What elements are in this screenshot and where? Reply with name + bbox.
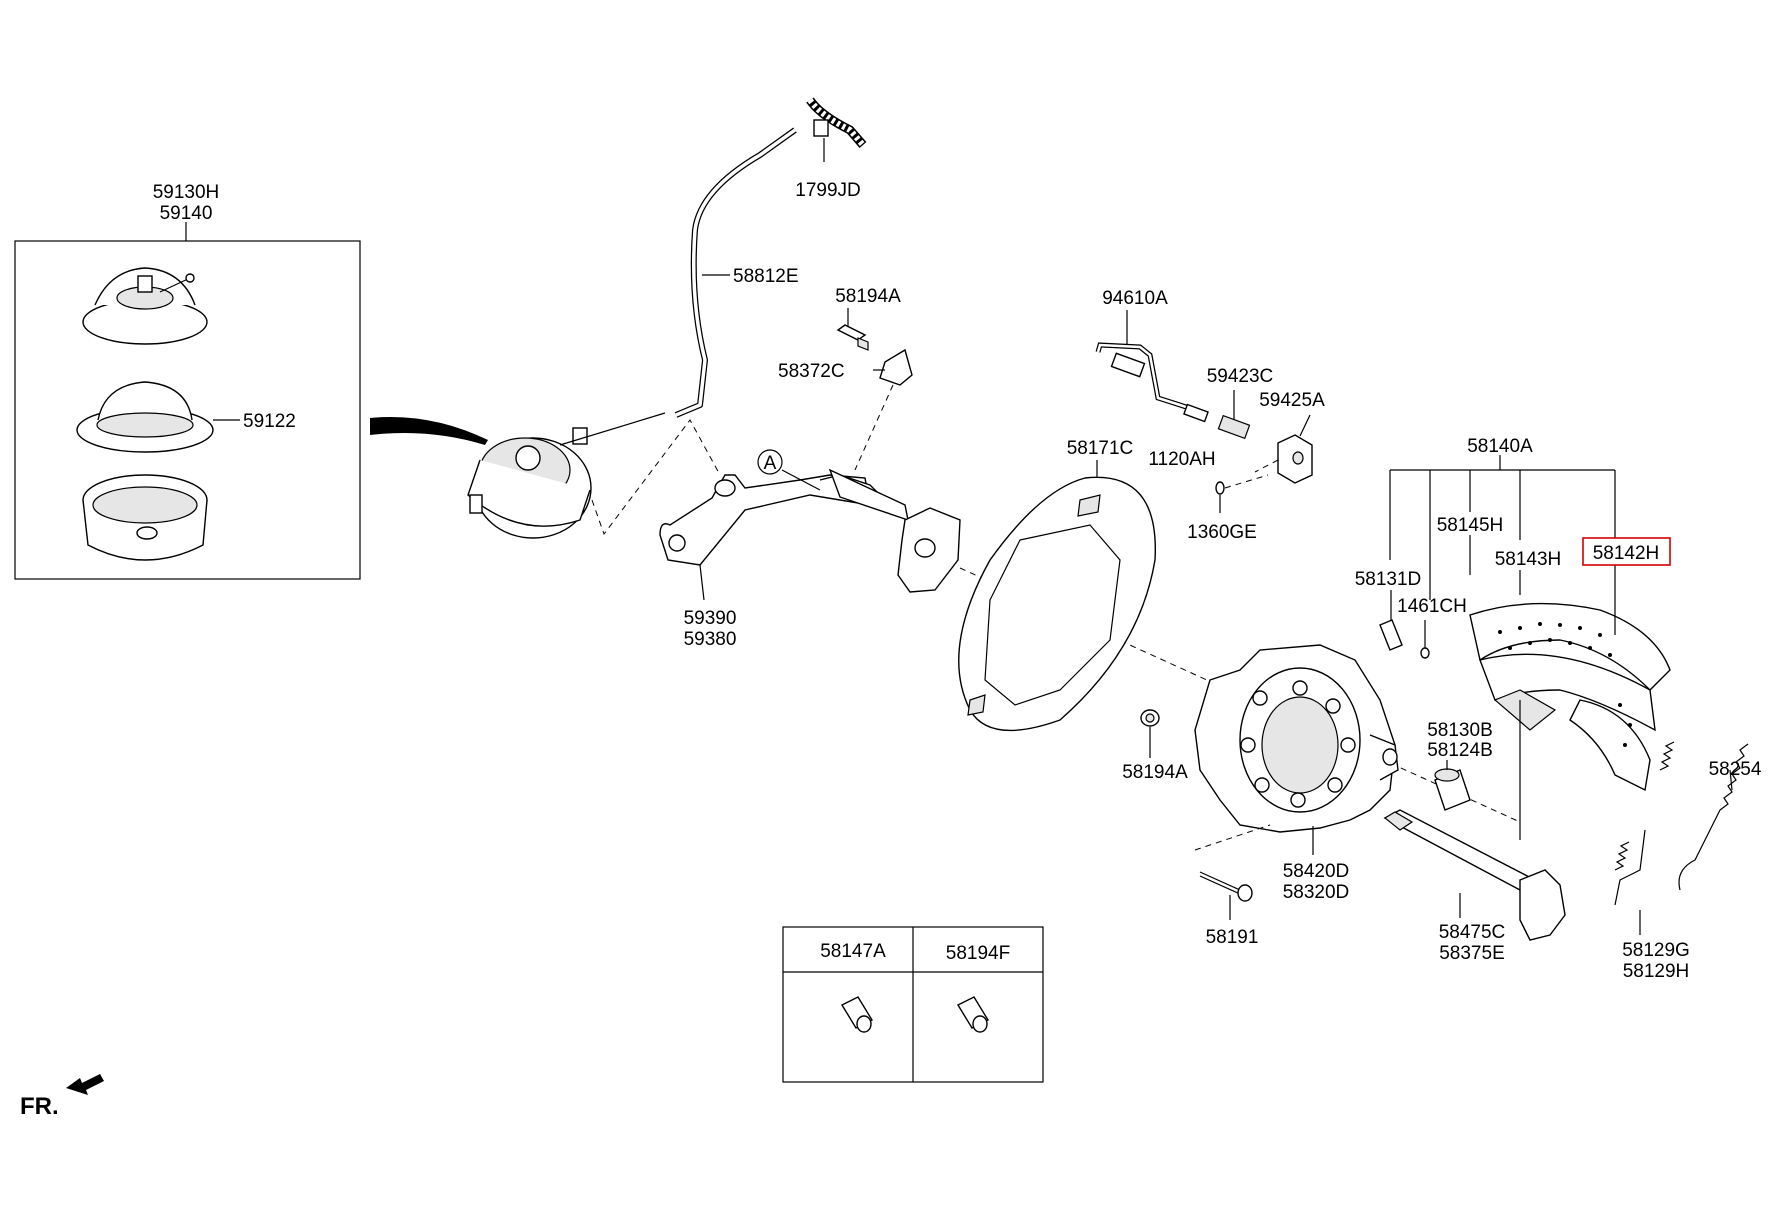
label-58812E: 58812E (733, 266, 799, 287)
label-A: A (764, 453, 777, 474)
front-direction-indicator: FR. (20, 1074, 104, 1120)
nut-58194A (1140, 709, 1160, 758)
sleeve-59423C (1217, 390, 1251, 440)
label-1461CH: 1461CH (1397, 596, 1467, 617)
label-58142H: 58142H (1593, 543, 1660, 564)
chamber-housing-part (82, 474, 208, 561)
label-58131D: 58131D (1355, 569, 1422, 590)
highlight-box-58142H (1582, 537, 1671, 566)
table-header-58147A: 58147A (820, 941, 886, 962)
label-58375E: 58375E (1439, 943, 1505, 964)
bushing-58147A-icon (841, 996, 873, 1033)
table-header-58194F: 58194F (946, 943, 1010, 964)
bolt-58191 (1199, 871, 1253, 920)
spring-58129G (1614, 741, 1675, 935)
label-94610A: 94610A (1102, 288, 1168, 309)
label-58129G: 58129G (1622, 940, 1690, 961)
front-label: FR. (20, 1093, 59, 1120)
label-58420D: 58420D (1283, 861, 1350, 882)
dust-shield-58171C (958, 460, 1156, 732)
label-59140: 59140 (160, 203, 213, 224)
callout-A (757, 449, 821, 491)
clip-1799JD (806, 97, 867, 162)
spider-58420D (1194, 644, 1399, 855)
bolt-58194A (836, 308, 869, 351)
bracket-58372C (854, 348, 913, 471)
label-58130B: 58130B (1427, 720, 1493, 741)
bushing-58194F-icon (957, 996, 989, 1033)
label-58145H: 58145H (1437, 515, 1504, 536)
label-58320D: 58320D (1283, 882, 1350, 903)
brake-chamber-exploded-box (14, 222, 361, 580)
diaphragm-part (76, 381, 240, 453)
bracket-59390 (659, 468, 961, 601)
brake-chamber-assembly (467, 412, 666, 539)
chamber-cover-part (82, 267, 208, 345)
label-1120AH: 1120AH (1148, 449, 1215, 470)
sensor-94610A (1095, 310, 1209, 423)
brake-shoe-58140A (1389, 455, 1671, 840)
label-58171C: 58171C (1067, 438, 1134, 459)
label-58372C: 58372C (778, 361, 845, 382)
label-58124B: 58124B (1427, 740, 1493, 761)
label-58194A-top: 58194A (835, 286, 901, 307)
bushing-58130B (1434, 760, 1471, 811)
label-59380: 59380 (684, 629, 737, 650)
label-58140A: 58140A (1467, 436, 1533, 457)
label-59390: 59390 (684, 608, 737, 629)
camshaft-58475C (1383, 809, 1566, 941)
front-arrow-icon (66, 1074, 104, 1095)
parts-table: 58147A 58194F (782, 926, 1044, 1083)
label-59423C: 59423C (1207, 366, 1274, 387)
label-58143H: 58143H (1495, 549, 1562, 570)
label-58191: 58191 (1206, 927, 1259, 948)
label-58254: 58254 (1709, 759, 1762, 780)
label-1360GE: 1360GE (1187, 522, 1257, 543)
part-labels: 59130H 59140 59122 1799JD 58812E 58194A … (153, 180, 1762, 982)
pin-58131D (1379, 590, 1403, 651)
spring-58254 (1678, 743, 1749, 891)
label-58194A-mid: 58194A (1122, 762, 1188, 783)
washer-1360GE (1215, 474, 1269, 513)
hose-58812E (674, 127, 797, 418)
block-59425A (1254, 414, 1313, 484)
pin-1461CH (1420, 620, 1430, 659)
label-59130H: 59130H (153, 182, 220, 203)
label-59122: 59122 (243, 411, 296, 432)
label-59425A: 59425A (1259, 390, 1325, 411)
label-58475C: 58475C (1439, 922, 1506, 943)
explode-arrow-icon (370, 416, 488, 445)
label-58129H: 58129H (1623, 961, 1690, 982)
label-1799JD: 1799JD (795, 180, 861, 201)
